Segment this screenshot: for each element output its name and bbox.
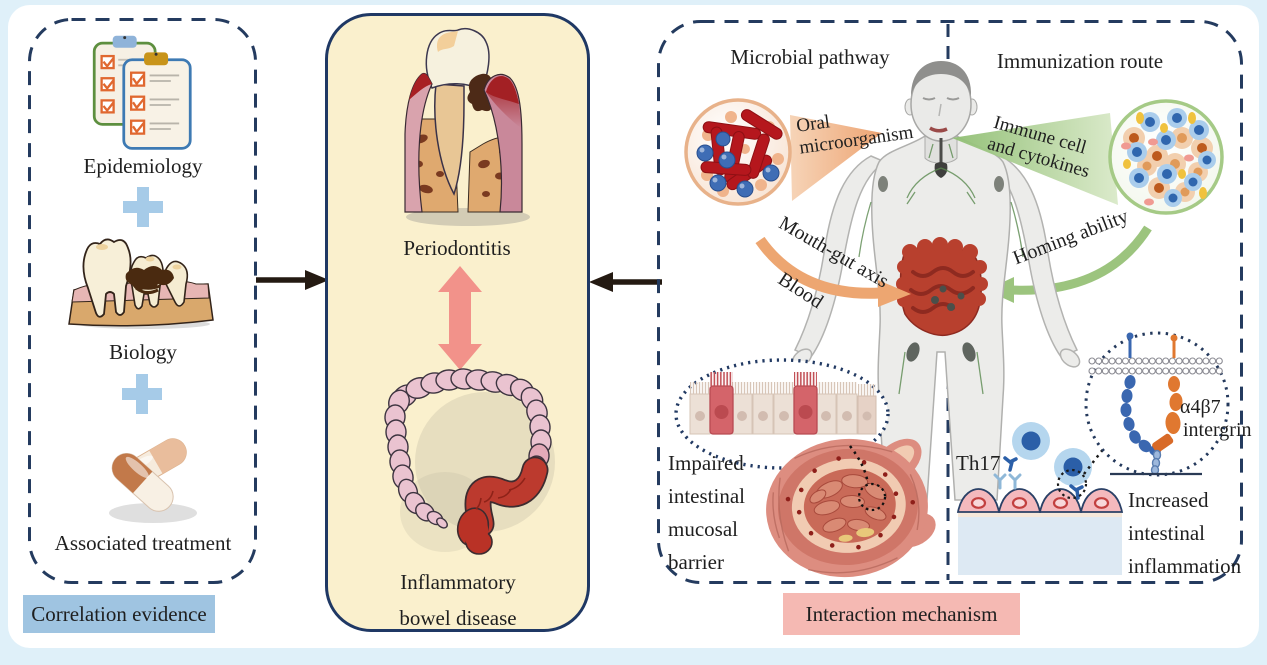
mouth-gut-axis-arrow-icon xyxy=(755,236,911,307)
integrin-label-line1: α4β7 xyxy=(1180,396,1221,418)
integrin-label-line2: intergrin xyxy=(1183,419,1252,441)
intestine-cross-section-illustration xyxy=(766,438,936,578)
oral-pathway-cone xyxy=(790,115,882,201)
immunization-route-header: Immunization route xyxy=(996,49,1164,73)
double-arrow-icon xyxy=(438,266,482,370)
increased-label-line3: inflammation xyxy=(1128,554,1242,578)
epidemiology-label: Epidemiology xyxy=(83,154,203,178)
impaired-label-line4: barrier xyxy=(668,550,724,574)
pathway-cones xyxy=(790,113,1118,205)
plus-icon xyxy=(123,187,163,227)
increased-label-line1: Increased xyxy=(1128,488,1209,512)
human-body-illustration xyxy=(791,61,1081,501)
periodontitis-tooth-illustration xyxy=(404,28,530,226)
th17-epithelium-illustration xyxy=(956,422,1124,575)
oral-microbes-illustration xyxy=(684,98,792,206)
ibd-label-line2: bowel disease xyxy=(399,606,517,630)
plus-icon xyxy=(122,374,162,414)
impaired-label-line2: intestinal xyxy=(668,484,745,508)
periodontitis-label: Periodontitis xyxy=(403,236,511,260)
interaction-mechanism-panel-border xyxy=(657,20,1243,584)
biology-label: Biology xyxy=(109,340,177,364)
a4b7-integrin-illustration xyxy=(1084,331,1230,477)
pill-capsules-icon xyxy=(109,438,197,523)
arrow-left-to-center-icon xyxy=(256,270,329,290)
teeth-icon xyxy=(68,238,214,329)
ibd-label-line1: Inflammatory xyxy=(400,570,516,594)
interaction-mechanism-badge: Interaction mechanism xyxy=(783,593,1020,635)
increased-label-line2: intestinal xyxy=(1128,521,1205,545)
impaired-label-line1: Impaired xyxy=(668,451,744,475)
impaired-label-line3: mucosal xyxy=(668,517,738,541)
th17-label: Th17 xyxy=(956,451,1001,475)
clipboards-icon xyxy=(92,35,192,150)
immune-cells-illustration xyxy=(1108,99,1224,215)
correlation-evidence-panel-border xyxy=(28,18,257,584)
immune-pathway-cone xyxy=(952,113,1118,205)
microbial-pathway-header: Microbial pathway xyxy=(730,45,890,69)
correlation-evidence-badge: Correlation evidence xyxy=(23,595,215,633)
associated-treatment-label: Associated treatment xyxy=(54,531,232,555)
colon-illustration xyxy=(384,368,555,555)
epithelium-zoom-connector xyxy=(849,445,887,512)
arrow-right-to-center-icon xyxy=(589,272,662,292)
